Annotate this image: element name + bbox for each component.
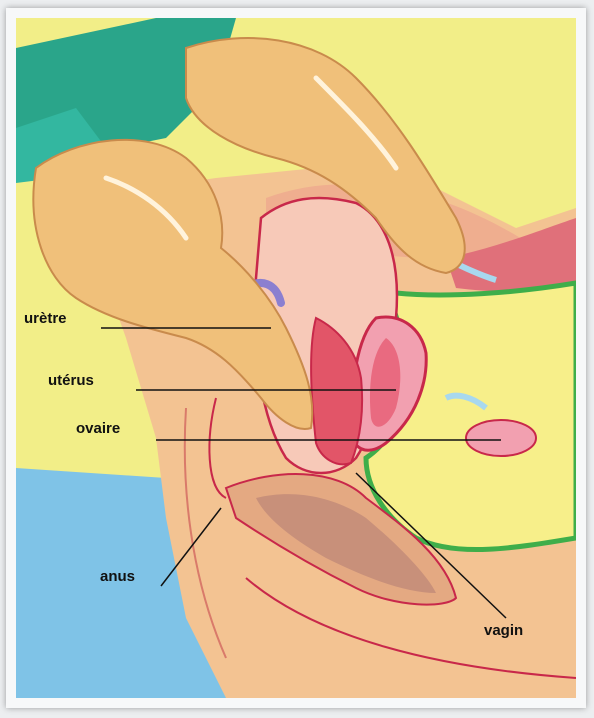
lower-hand-highlight (103, 175, 189, 241)
background-blue (16, 468, 256, 698)
diagram-frame: urètre utérus ovaire anus vagin (6, 8, 586, 708)
lower-hand (32, 138, 314, 430)
uterus-cavity (369, 338, 401, 427)
pelvic-exam-illustration (16, 18, 576, 698)
label-uterus: utérus (48, 372, 94, 389)
vaginal-wall (310, 316, 364, 466)
perineum-line (208, 397, 227, 499)
ovary (465, 419, 537, 457)
sleeve-cuff (16, 108, 106, 183)
label-vagin: vagin (484, 622, 524, 639)
rectum-inner (256, 494, 436, 593)
upper-hand-highlight (313, 75, 399, 171)
skin-fold-line (245, 577, 576, 679)
leader-line-vagin (355, 472, 507, 619)
upper-hand (185, 37, 466, 275)
label-uretre: urètre (24, 310, 67, 327)
leader-line-anus (160, 507, 222, 587)
label-anus: anus (100, 568, 136, 585)
fallopian-tube (444, 392, 488, 411)
label-ovaire: ovaire (76, 420, 121, 437)
buttock-line (183, 407, 227, 659)
